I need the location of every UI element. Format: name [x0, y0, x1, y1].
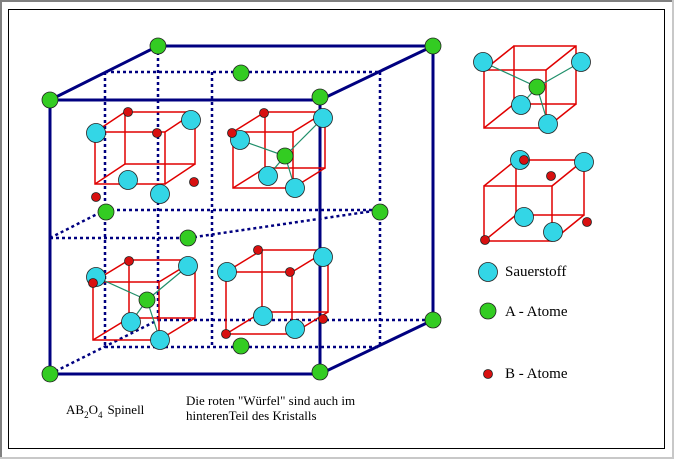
a-atom — [138, 291, 156, 309]
b-atom — [318, 314, 328, 324]
a-atom — [311, 363, 329, 381]
a-atom — [179, 229, 197, 247]
inner-border — [8, 9, 665, 449]
a-atom — [232, 337, 250, 355]
a-atom — [528, 78, 546, 96]
a-atom — [41, 365, 59, 383]
oxygen-atom — [574, 152, 594, 172]
cube-legend-bottom-depth-edge — [483, 159, 517, 187]
b-atom — [91, 192, 101, 202]
b-atom — [221, 329, 231, 339]
cube-top-right — [232, 111, 326, 189]
oxygen-atom — [150, 184, 170, 204]
cube-legend-bottom-depth-edge — [483, 214, 517, 242]
oxygen-atom — [313, 108, 333, 128]
a-atom — [97, 203, 115, 221]
a-atom — [424, 311, 442, 329]
oxygen-atom — [473, 52, 493, 72]
frame-border-bottom — [0, 457, 674, 459]
legend-marker-b-atom — [483, 369, 493, 379]
b-atom — [582, 217, 592, 227]
oxygen-atom — [86, 123, 106, 143]
bottom-left-depth-edge — [49, 318, 159, 376]
cube-legend-top-depth-edge — [545, 45, 577, 71]
big-unit-cell — [48, 44, 435, 376]
oxygen-atom — [514, 207, 534, 227]
a-atom — [276, 147, 294, 165]
cube-top-right-depth-edge — [232, 111, 266, 133]
b-atom — [546, 171, 556, 181]
frame-border-right — [672, 0, 674, 459]
b-atom — [123, 107, 133, 117]
oxygen-atom — [285, 319, 305, 339]
a-atom — [149, 37, 167, 55]
oxygen-atom — [253, 306, 273, 326]
b-atom — [480, 235, 490, 245]
cube-top-left — [94, 111, 196, 185]
legend-label-b-atoms: B - Atome — [505, 366, 568, 382]
b-atom — [285, 267, 295, 277]
cube-bottom-right — [225, 249, 329, 335]
oxygen-atom — [313, 247, 333, 267]
legend-marker-oxygen — [478, 262, 498, 282]
legend-marker-a-atom — [479, 302, 497, 320]
oxygen-atom — [511, 95, 531, 115]
caption-line-2: hinterenTeil des Kristalls — [186, 408, 317, 423]
b-atom — [152, 128, 162, 138]
caption-line-1: Die roten "Würfel" sind auch im — [186, 393, 355, 408]
b-atom — [124, 256, 134, 266]
oxygen-atom — [217, 262, 237, 282]
a-atom — [371, 203, 389, 221]
b-atom — [227, 128, 237, 138]
b-atom — [253, 245, 263, 255]
legend-label-oxygen: Sauerstoff — [505, 264, 566, 280]
oxygen-atom — [181, 110, 201, 130]
cube-top-left-depth-edge — [94, 163, 126, 185]
oxygen-atom — [538, 114, 558, 134]
b-atom — [519, 155, 529, 165]
cube-legend-bottom — [483, 159, 585, 242]
frame-border-left — [0, 0, 2, 459]
atoms — [41, 37, 594, 383]
oxygen-atom — [118, 170, 138, 190]
oxygen-atom — [258, 166, 278, 186]
legend-label-a-atoms: A - Atome — [505, 304, 568, 320]
b-atom — [259, 108, 269, 118]
b-atom — [189, 177, 199, 187]
a-atom — [232, 64, 250, 82]
frame-border-top — [0, 0, 674, 2]
a-atom — [41, 91, 59, 109]
cube-top-left-depth-edge — [164, 163, 196, 185]
mid-dashed-left-depth — [49, 208, 106, 240]
oxygen-atom — [285, 178, 305, 198]
oxygen-atom — [121, 312, 141, 332]
a-atom — [424, 37, 442, 55]
b-atom — [88, 278, 98, 288]
cube-legend-top-back-face — [513, 45, 577, 105]
bottom-right-depth-edge — [319, 318, 434, 376]
oxygen-atom — [178, 256, 198, 276]
cube-legend-top-depth-edge — [483, 103, 515, 129]
oxygen-atom — [571, 52, 591, 72]
oxygen-atom — [543, 222, 563, 242]
a-atom — [311, 88, 329, 106]
bond-legend — [482, 61, 538, 88]
mid-dashed-diag — [187, 208, 381, 240]
top-right-depth-edge — [319, 44, 434, 102]
oxygen-atom — [150, 330, 170, 350]
top-left-depth-edge — [49, 44, 159, 102]
